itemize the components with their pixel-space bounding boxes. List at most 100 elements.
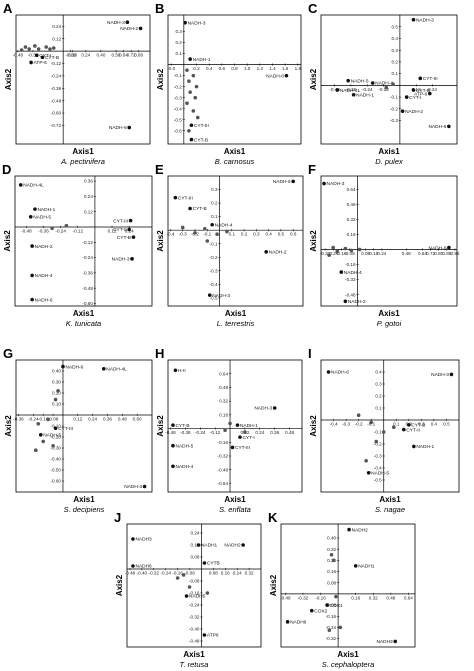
x-tick-label: -0.2	[355, 422, 363, 427]
data-point	[407, 423, 411, 427]
y-axis-title: Axis2	[309, 230, 318, 252]
panel-i: I-0.4-0.3-0.2-0.10.10.20.30.40.50.40.30.…	[308, 346, 460, 514]
data-point	[428, 91, 432, 96]
x-tick-label: -0.36	[346, 87, 357, 92]
data-point	[346, 78, 351, 83]
x-tick-label: 0.48	[118, 417, 127, 422]
data-point	[175, 576, 180, 580]
y-tick-label: 0.16	[219, 412, 228, 417]
data-point	[131, 537, 135, 541]
x-tick-label: 0.24	[88, 417, 97, 422]
y-tick-label: -0.12	[82, 240, 93, 245]
data-point	[187, 128, 191, 133]
y-tick-label: -0.24	[326, 625, 337, 630]
x-axis-title: Axis1	[378, 309, 400, 318]
data-point	[447, 245, 451, 250]
y-axis-title: Axis2	[4, 68, 13, 90]
y-tick-label: -0.60	[50, 479, 61, 484]
point-label: NADH2	[352, 527, 369, 533]
x-tick-label: -0.40	[137, 571, 148, 576]
data-point	[225, 229, 229, 234]
data-point	[357, 247, 362, 252]
species-name: B. carnosus	[215, 157, 255, 166]
x-tick-label: 0.48	[285, 430, 294, 435]
point-label: CYT-II	[406, 427, 420, 433]
y-tick-label: -0.60	[82, 301, 93, 306]
data-point	[325, 603, 329, 607]
y-tick-label: -0.72	[51, 123, 62, 128]
data-point	[331, 558, 336, 563]
y-tick-label: -0.2	[174, 84, 182, 89]
y-axis-title: Axis2	[4, 415, 13, 437]
data-point	[187, 585, 192, 589]
y-tick-label: -0.2	[374, 442, 382, 447]
data-point	[322, 181, 326, 186]
x-tick-label: 0.16	[351, 595, 360, 600]
data-point	[329, 552, 334, 557]
panel-letter: E	[155, 162, 164, 177]
data-point	[125, 20, 130, 25]
y-tick-label: -0.64	[218, 481, 229, 486]
y-tick-label: 0.1	[375, 406, 382, 411]
data-point	[193, 231, 197, 235]
y-tick-label: -0.1	[374, 430, 382, 435]
data-point	[349, 248, 354, 253]
x-tick-label: -0.16	[38, 417, 49, 422]
x-tick-label: 0.4	[206, 66, 213, 71]
point-label: NADH-4L	[340, 88, 361, 94]
x-tick-label: -0.32	[320, 251, 331, 256]
x-tick-label: 0.24	[255, 430, 264, 435]
data-point	[180, 225, 185, 230]
data-point	[40, 55, 45, 60]
x-tick-label: -0.12	[210, 430, 221, 435]
x-tick-label: 0.80	[434, 251, 443, 256]
data-point	[264, 250, 268, 254]
point-label: NADH3	[135, 537, 152, 543]
x-tick-label: 1.6	[282, 66, 289, 71]
panel-letter: J	[114, 510, 121, 525]
x-tick-label: 0.12	[108, 228, 117, 233]
y-tick-label: -0.20	[50, 435, 61, 440]
data-point	[30, 273, 34, 278]
data-point	[404, 95, 409, 99]
point-label: CYT-B	[416, 88, 430, 94]
plot-frame	[14, 175, 153, 307]
y-tick-label: 0.24	[52, 24, 61, 29]
x-tick-label: 0.64	[119, 53, 128, 58]
data-point	[195, 115, 200, 120]
x-tick-label: 0.3	[418, 422, 425, 427]
data-point	[223, 428, 227, 433]
x-tick-label: -0.24	[55, 228, 66, 233]
x-tick-label: -0.12	[378, 87, 389, 92]
x-axis-title: Axis1	[73, 495, 95, 504]
data-point	[130, 257, 134, 261]
data-point	[171, 423, 175, 427]
data-point	[51, 46, 56, 50]
data-point	[184, 594, 189, 598]
plot-frame	[167, 14, 302, 145]
data-point	[188, 57, 192, 61]
y-tick-label: 0.08	[327, 580, 336, 585]
y-tick-label: -0.48	[82, 286, 93, 291]
y-tick-label: -0.4	[210, 282, 218, 287]
point-label: NADH-4L	[23, 183, 44, 189]
y-axis-title: Axis2	[156, 230, 165, 252]
x-tick-label: 0.48	[402, 251, 411, 256]
point-label: ATP-6	[34, 60, 48, 66]
data-point	[189, 123, 194, 128]
y-tick-label: -0.16	[218, 440, 229, 445]
x-tick-label: 0.88	[442, 251, 451, 256]
y-tick-label: 0.08	[190, 555, 199, 560]
data-point	[142, 484, 147, 489]
data-point	[369, 420, 373, 425]
x-tick-label: 0.3	[253, 232, 260, 237]
x-tick-label: -0.24	[160, 571, 171, 576]
x-tick-label: -0.08	[184, 571, 195, 576]
y-tick-label: 0.32	[219, 399, 228, 404]
data-point	[33, 44, 37, 48]
y-tick-label: -0.4	[374, 466, 382, 471]
panel-d: D-0.48-0.36-0.24-0.120.120.240.360.240.1…	[2, 162, 153, 328]
x-tick-label: 0.24	[377, 251, 386, 256]
